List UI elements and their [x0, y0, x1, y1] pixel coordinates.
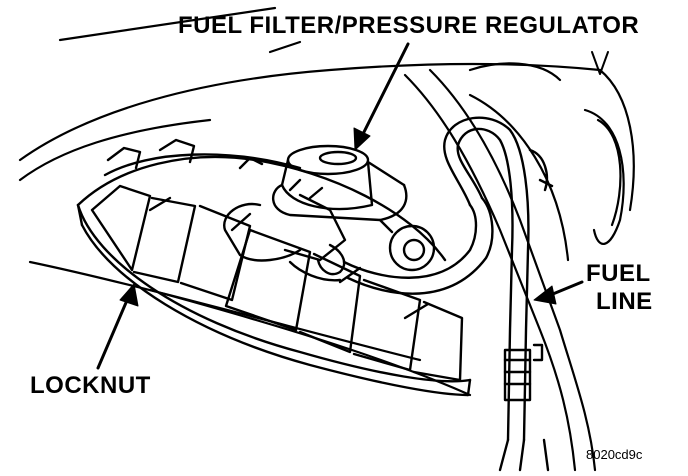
- tank-edge-mark: [591, 51, 609, 75]
- locknut-label: LOCKNUT: [30, 372, 151, 399]
- fuel-line-arrowhead: [533, 285, 557, 305]
- locknut-ring: [76, 138, 472, 397]
- locknut-arrowhead: [119, 283, 139, 307]
- figure-code: 8020cd9c: [586, 447, 643, 462]
- filter-arrowhead: [353, 127, 371, 151]
- filter-leader-line: [360, 42, 410, 138]
- fuel-line-label-line1: FUEL: [586, 260, 651, 287]
- fuel-line-label-line2: LINE: [596, 288, 653, 315]
- fuel-filter-pressure-regulator-label: FUEL FILTER/PRESSURE REGULATOR: [178, 12, 640, 39]
- locknut-leader-line: [96, 296, 130, 370]
- vent-hose: [403, 62, 625, 472]
- fuel-line-hose: [342, 116, 554, 472]
- leader-arrows: [96, 42, 609, 370]
- fuel-filter-pressure-regulator: [223, 144, 436, 282]
